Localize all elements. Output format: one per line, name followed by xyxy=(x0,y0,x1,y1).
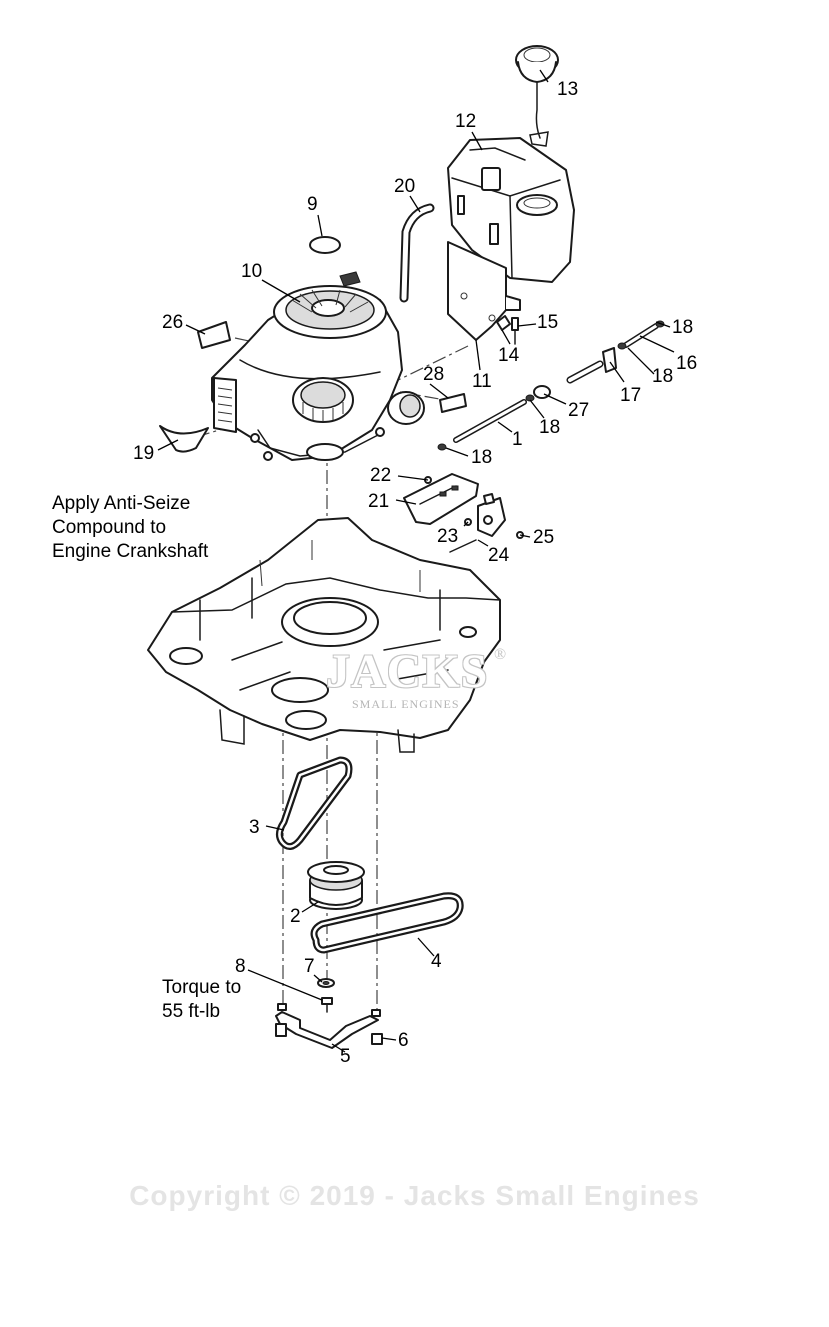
callout-18-lower: 18 xyxy=(471,447,493,468)
callout-18-linkage: 18 xyxy=(652,366,674,387)
callout-11: 11 xyxy=(472,371,492,392)
engine-belt xyxy=(275,756,353,850)
callout-24: 24 xyxy=(488,545,510,566)
callout-14: 14 xyxy=(498,345,520,366)
anti-seize-line-3: Engine Crankshaft xyxy=(52,541,209,562)
callout-28: 28 xyxy=(423,364,445,385)
copyright-notice: Copyright © 2019 - Jacks Small Engines xyxy=(129,1180,700,1211)
callout-8: 8 xyxy=(235,956,246,977)
callout-20: 20 xyxy=(394,176,416,197)
callout-13: 13 xyxy=(557,79,579,100)
bracket-bolts xyxy=(496,315,519,345)
watermark-registered-mark: ® xyxy=(494,646,507,663)
callout-7: 7 xyxy=(304,956,315,977)
throttle-rod xyxy=(453,399,527,443)
watermark-tagline: SMALL ENGINES xyxy=(352,697,460,711)
chassis-frame xyxy=(147,517,501,753)
callout-26: 26 xyxy=(162,312,184,333)
torque-line-1: Torque to xyxy=(162,977,242,998)
tank-bracket xyxy=(447,241,521,341)
anti-seize-line-1: Apply Anti-Seize xyxy=(52,493,191,514)
callout-3: 3 xyxy=(249,817,260,838)
callout-15: 15 xyxy=(537,312,559,333)
callout-18-top: 18 xyxy=(672,317,694,338)
anti-seize-note: Apply Anti-Seize Compound to Engine Cran… xyxy=(52,492,208,564)
callout-1: 1 xyxy=(512,429,523,450)
torque-line-2: 55 ft-lb xyxy=(162,1001,221,1022)
callout-27: 27 xyxy=(568,400,590,421)
engine-pulley xyxy=(307,861,365,910)
callout-6: 6 xyxy=(398,1030,409,1051)
drive-belt xyxy=(310,892,464,954)
warning-decal xyxy=(439,393,467,413)
callout-4: 4 xyxy=(431,951,442,972)
fuel-line xyxy=(399,203,435,303)
callout-17: 17 xyxy=(620,385,642,406)
anti-seize-line-2: Compound to xyxy=(52,517,167,538)
callout-5: 5 xyxy=(340,1046,351,1067)
callout-2: 2 xyxy=(290,906,301,927)
callout-18-rod: 18 xyxy=(539,417,561,438)
callout-9: 9 xyxy=(307,194,318,215)
callout-16: 16 xyxy=(676,353,698,374)
engine-decal xyxy=(309,236,341,254)
heat-shield xyxy=(159,425,209,453)
pulley-bolt xyxy=(321,997,333,1013)
torque-note: Torque to 55 ft-lb xyxy=(162,976,241,1024)
leader-lines xyxy=(157,69,675,1053)
callout-12: 12 xyxy=(455,111,477,132)
engine-label xyxy=(197,321,231,349)
control-bracket xyxy=(403,473,524,553)
callout-23: 23 xyxy=(437,526,459,547)
lower-bracket xyxy=(275,1011,379,1049)
lower-bracket-bolts xyxy=(275,1003,383,1045)
watermark-logo: JACKS xyxy=(326,645,489,698)
callout-21: 21 xyxy=(368,491,390,512)
fuel-cap xyxy=(515,45,559,147)
callout-19: 19 xyxy=(133,443,155,464)
callout-10: 10 xyxy=(241,261,263,282)
engine xyxy=(211,271,425,461)
callout-22: 22 xyxy=(370,465,392,486)
callout-25: 25 xyxy=(533,527,555,548)
pulley-washer xyxy=(317,978,335,988)
fuel-tank xyxy=(447,137,575,283)
